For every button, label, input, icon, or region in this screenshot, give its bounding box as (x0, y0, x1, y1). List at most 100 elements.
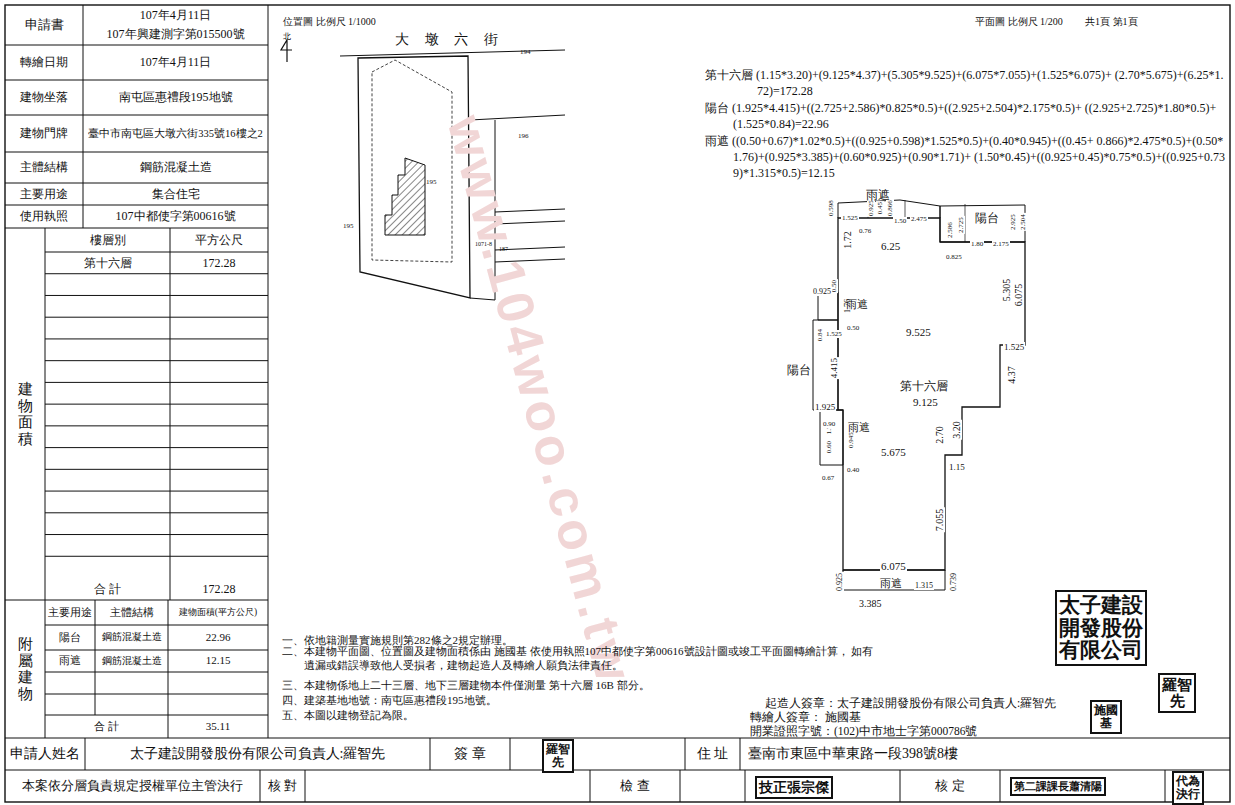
table-rule (45, 469, 268, 470)
table-cell: 住 址 (697, 745, 729, 763)
dimension-label: 0.60 (825, 440, 833, 454)
table-cell: 35.11 (206, 720, 230, 734)
room-label-holder: 陽台 (787, 360, 811, 378)
table-cell-holder: 107中都使字第00616號 (83, 205, 268, 228)
dimension-label: 2.725 (957, 216, 965, 234)
table-cell-holder: 集合住宅 (83, 183, 268, 205)
table-cell: 核 對 (268, 778, 297, 794)
dimension-label-holder: 6.075 (1008, 283, 1026, 308)
dimension-label: 5.675 (880, 446, 907, 458)
room-label: 第十六層 (900, 379, 948, 393)
watermark-holder: www.104woo.com.tw (433, 108, 647, 691)
parcel-number-holder: 194 (520, 40, 531, 58)
dimension-label: 0.76 (858, 227, 872, 235)
dimension-label: 2.475 (910, 215, 928, 223)
official-seal: 技正張宗傑 (755, 776, 833, 799)
table-cell-holder: 核 定 (900, 770, 1000, 802)
dimension-label-holder: 2.586 (938, 221, 956, 239)
table-rule (45, 382, 268, 383)
table-cell: 合 計 (94, 582, 121, 597)
table-cell: 建物面積 (18, 381, 33, 447)
dimension-label: 0.945 (847, 431, 855, 449)
parcel-number: 1071-8 (475, 241, 492, 247)
dimension-label-holder: 2.475 (910, 207, 928, 225)
north-label-holder: 北 (283, 25, 291, 43)
table-rule (45, 273, 268, 274)
table-cell-holder: 本案依分層負責規定授權單位主管決行 (5, 770, 260, 802)
table-cell: 南屯區惠禮段195地號 (119, 90, 233, 105)
table-cell: 主體結構 (110, 606, 154, 619)
street-name-holder: 大 墩 六 街 (395, 30, 498, 49)
dimension-label: 0.90 (822, 420, 836, 428)
room-label-holder: 第十六層 (900, 376, 948, 394)
dimension-label: 1.925 (814, 402, 836, 412)
label: 平面圖 比例尺 1/200 (975, 16, 1063, 27)
dimension-label-holder: 2.504 (1011, 213, 1029, 231)
dimension-label-holder: 2.925 (1001, 213, 1019, 231)
note-holder: 二、本建物平面圖、位置圖及建物面積係由 施國基 依使用執照107中都使字第006… (282, 645, 882, 673)
parcel-number-holder: 195 (343, 214, 354, 232)
table-cell: 申請人姓名 (10, 745, 80, 763)
watermark: www.104woo.com.tw (437, 109, 645, 690)
room-label: 陽台 (975, 211, 999, 225)
dimension-label-holder: 1.525 (1003, 336, 1025, 354)
table-cell: 鋼筋混凝土造 (102, 655, 162, 668)
label-holder: 平面圖 比例尺 1/200 (975, 11, 1063, 29)
dimension-label-holder: 4.415 (823, 357, 841, 379)
table-cell: 107中都使字第00616號 (116, 209, 236, 224)
table-cell: 鋼筋混凝土造 (140, 160, 212, 175)
dimension-label-holder: 3.385 (858, 593, 883, 611)
dimension-label-holder: 9.125 (912, 392, 939, 410)
table-cell: 主要用途 (20, 187, 68, 202)
room-label-holder: 雨遮 (848, 417, 870, 435)
table-cell: 建物坐落 (20, 90, 68, 105)
table-cell-holder: 建物門牌 (5, 115, 83, 152)
table-cell-holder: 簽 章 (430, 738, 510, 770)
table-cell-holder: 南屯區惠禮段195地號 (83, 80, 268, 115)
table-cell: 22.96 (206, 631, 231, 645)
street-name: 大 墩 六 街 (395, 32, 498, 47)
parcel-number: 187 (499, 246, 508, 252)
dimension-label: 1.525 (825, 330, 843, 338)
table-cell-holder: 核 對 (260, 770, 305, 802)
dimension-label: 2.175 (992, 240, 1010, 248)
table-cell-holder: 臺中市南屯區大墩六街335號16樓之2 (83, 115, 268, 152)
table-cell: 172.28 (203, 256, 236, 271)
area-formula: 陽台 (1.925*4.415)+((2.725+2.586)*0.825*0.… (705, 100, 1227, 132)
label: 位置圖 比例尺 1/1000 (283, 16, 376, 27)
table-cell: 附屬建物 (18, 636, 33, 702)
table-cell-holder: 鋼筋混凝土造 (95, 625, 168, 650)
dimension-label-holder: 0.67 (821, 466, 835, 484)
note: 三、本建物係地上二十三層、地下三層建物本件僅測量 第十六層 16B 部分。 (282, 679, 650, 691)
table-cell-holder: 申請人姓名 (5, 738, 85, 770)
room-label: 雨遮 (866, 188, 890, 202)
parcel-number: 195 (343, 222, 354, 230)
signature-line: 起造人簽章：太子建設開發股份有限公司負責人:羅智先 (765, 697, 1056, 709)
dimension-label-holder: 0.925 (828, 572, 846, 592)
dimension-label: 1.525 (1003, 342, 1025, 352)
table-cell: 太子建設開發股份有限公司負責人:羅智先 (130, 745, 386, 763)
table-cell-holder: 太子建設開發股份有限公司負責人:羅智先 (85, 738, 430, 770)
note: 四、建築基地地號：南屯區惠禮段195地號。 (282, 694, 497, 706)
table-rule (45, 360, 268, 361)
room-label-holder: 雨遮 (866, 185, 890, 203)
seal-text: 施國基 (1094, 704, 1118, 730)
dimension-label-holder: 1.315 (914, 574, 934, 592)
seal-text: 代為決行 (1176, 775, 1200, 801)
table-cell-holder: 172.28 (170, 252, 268, 274)
table-cell-holder: 合 計 (45, 578, 170, 600)
table-cell: 轉繪日期 (20, 55, 68, 70)
table-cell: 本案依分層負責規定授權單位主管決行 (22, 778, 243, 794)
dimension-label: 2.504 (1019, 213, 1027, 231)
dimension-label-holder: 3.20 (946, 420, 964, 440)
label-holder: 位置圖 比例尺 1/1000 (283, 11, 376, 29)
dimension-label-holder: 5.675 (880, 442, 907, 460)
dimension-label-holder: 2.725 (949, 216, 967, 234)
note-holder: 五、本圖以建物登記為限。 (282, 705, 414, 723)
table-rule (45, 317, 268, 318)
seal-text: 技正張宗傑 (759, 780, 829, 795)
dimension-label: 3.385 (858, 598, 883, 609)
dimension-label: 6.075 (880, 560, 907, 572)
dimension-label-holder: 9.525 (905, 322, 932, 340)
